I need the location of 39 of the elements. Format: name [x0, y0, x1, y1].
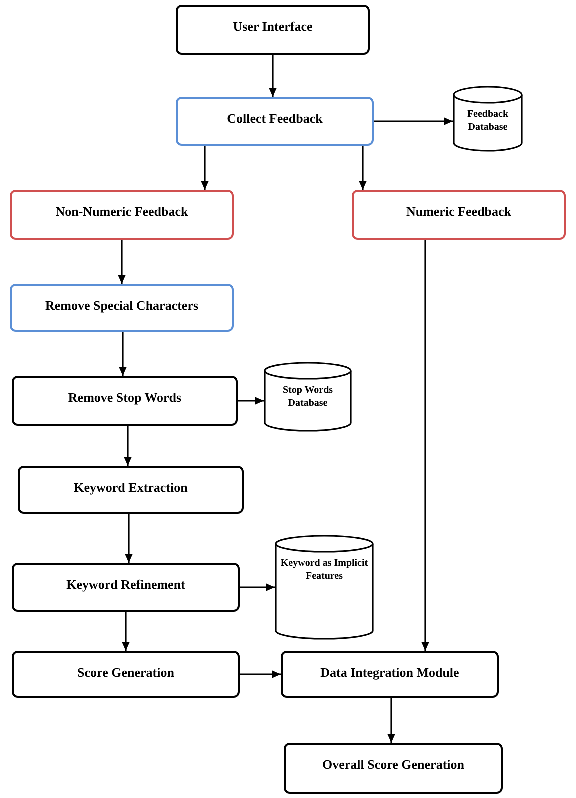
arrow: [422, 240, 430, 651]
arrow: [238, 397, 264, 405]
box-label: Non-Numeric Feedback: [56, 204, 188, 220]
process-box: [10, 190, 234, 240]
arrow: [124, 426, 132, 466]
arrow: [388, 698, 396, 743]
box-label: Keyword Refinement: [66, 577, 186, 593]
arrow: [269, 55, 277, 97]
process-box: [12, 651, 240, 698]
database-label: Feedback Database: [466, 108, 510, 134]
arrow: [122, 612, 130, 651]
box-label: Score Generation: [78, 665, 174, 681]
arrow: [119, 332, 127, 376]
arrow: [240, 670, 281, 678]
arrow: [125, 514, 133, 563]
box-label: Data Integration Module: [320, 665, 460, 681]
process-box: [18, 466, 244, 514]
process-box: [12, 376, 238, 426]
arrow: [359, 146, 367, 190]
box-label: Keyword Extraction: [74, 480, 188, 496]
box-label: Overall Score Generation: [322, 757, 464, 773]
box-label: Remove Special Characters: [45, 298, 199, 314]
database-label: Keyword as Implicit Features: [280, 557, 370, 583]
process-box: [352, 190, 566, 240]
process-box: [10, 284, 234, 332]
process-box: [176, 5, 370, 55]
process-box: [281, 651, 499, 698]
process-box: [12, 563, 240, 612]
arrow: [374, 118, 453, 126]
box-label: User Interface: [233, 19, 313, 35]
database-label: Stop Words Database: [282, 384, 334, 410]
arrow: [118, 240, 126, 284]
process-box: [176, 97, 374, 146]
process-box: [284, 743, 503, 794]
box-label: Collect Feedback: [227, 111, 323, 127]
arrow: [201, 146, 209, 190]
box-label: Numeric Feedback: [406, 204, 512, 220]
box-label: Remove Stop Words: [68, 390, 182, 406]
arrow: [240, 584, 275, 592]
